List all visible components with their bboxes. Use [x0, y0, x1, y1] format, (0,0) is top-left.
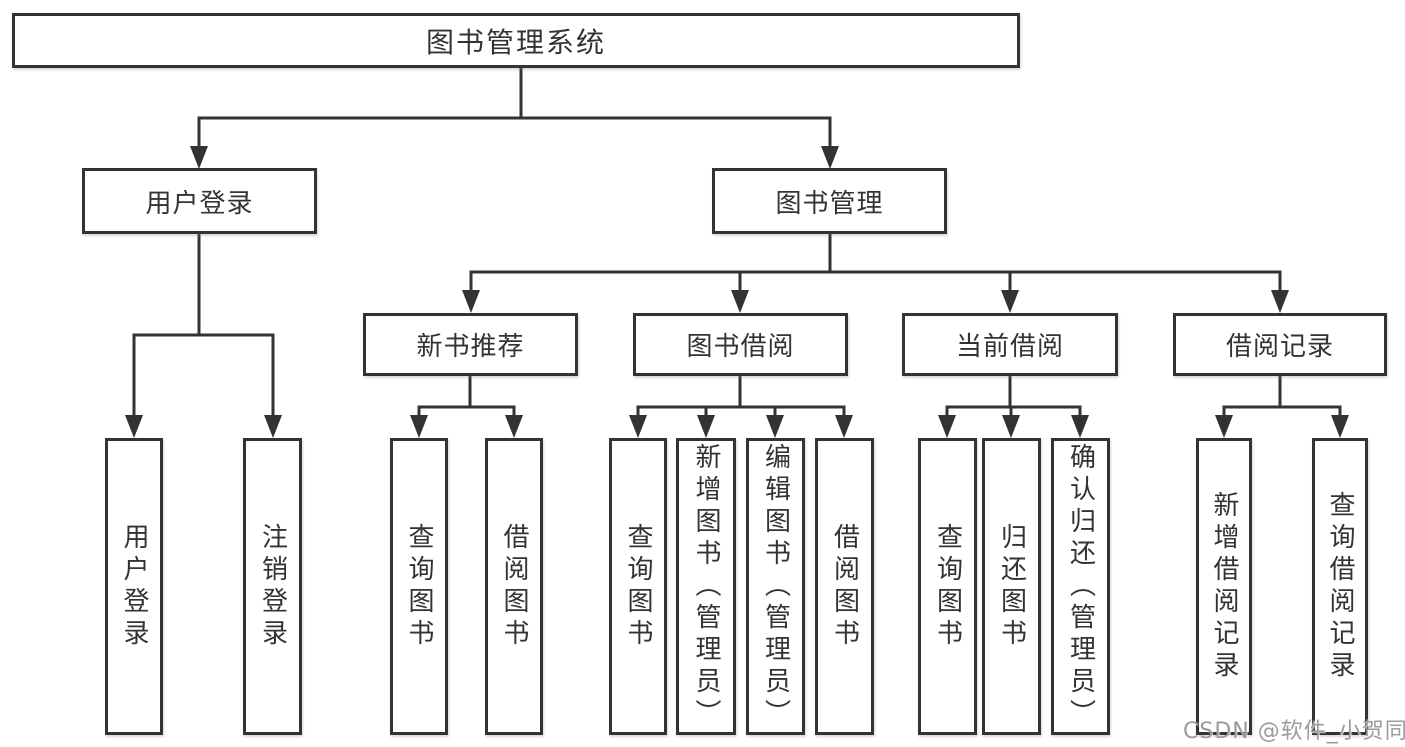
connector-current-borrowing-children [938, 376, 1089, 438]
node-label: 借阅图书 [499, 522, 529, 651]
leaf-user-login: 用户登录 [105, 438, 163, 735]
node-label: 编辑图书（管理员） [760, 442, 791, 731]
node-label: 查询图书 [623, 522, 653, 651]
node-label: 查询借阅记录 [1325, 490, 1355, 683]
node-label: 归还图书 [996, 522, 1027, 651]
node-book-management: 图书管理 [712, 168, 947, 234]
leaf-add-book-admin: 新增图书（管理员） [676, 438, 736, 735]
node-label: 图书管理系统 [425, 25, 606, 59]
node-label: 当前借阅 [955, 332, 1064, 362]
node-label: 图书管理 [775, 188, 884, 219]
leaf-confirm-return-admin: 确认归还（管理员） [1051, 438, 1110, 735]
leaf-logout: 注销登录 [243, 438, 302, 735]
node-user-login: 用户登录 [82, 168, 317, 234]
node-label: 注销登录 [257, 522, 288, 651]
connector-user-login-children [125, 234, 282, 438]
connector-book-borrowing-children [629, 376, 853, 438]
leaf-query-books-recommend: 查询图书 [390, 438, 448, 735]
node-label: 新增借阅记录 [1209, 490, 1239, 683]
leaf-borrow-books-recommend: 借阅图书 [485, 438, 543, 735]
leaf-query-books-borrowing: 查询图书 [609, 438, 667, 735]
leaf-return-book: 归还图书 [982, 438, 1041, 735]
node-label: 确认归还（管理员） [1065, 442, 1096, 731]
leaf-add-borrow-record: 新增借阅记录 [1196, 438, 1252, 735]
node-label: 查询图书 [404, 522, 434, 651]
connector-book-management-children [462, 234, 1289, 313]
node-library-management-system: 图书管理系统 [12, 13, 1020, 68]
node-borrow-records: 借阅记录 [1173, 313, 1387, 376]
csdn-watermark: CSDN @软件_小贺同学 [1183, 719, 1405, 744]
node-label: 新书推荐 [416, 332, 525, 362]
leaf-borrow-books: 借阅图书 [815, 438, 874, 735]
node-label: 借阅记录 [1225, 332, 1334, 362]
connector-root-to-level2 [190, 68, 839, 169]
leaf-query-borrow-record: 查询借阅记录 [1312, 438, 1368, 735]
node-label: 新增图书（管理员） [691, 442, 721, 731]
node-label: 查询图书 [932, 522, 963, 651]
node-label: 图书借阅 [686, 332, 795, 362]
node-label: 用户登录 [145, 188, 254, 219]
node-new-book-recommend: 新书推荐 [363, 313, 578, 376]
connector-new-book-recommend-children [410, 376, 523, 438]
node-label: 借阅图书 [829, 522, 860, 651]
node-current-borrowing: 当前借阅 [902, 313, 1118, 376]
connector-borrow-records-children [1215, 376, 1349, 438]
node-book-borrowing: 图书借阅 [633, 313, 848, 376]
leaf-edit-book-admin: 编辑图书（管理员） [746, 438, 805, 735]
leaf-query-books-current: 查询图书 [918, 438, 977, 735]
node-label: 用户登录 [119, 522, 149, 651]
